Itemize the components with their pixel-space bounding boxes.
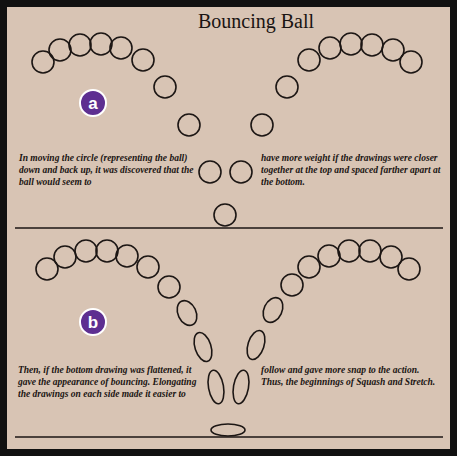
diagram-title: Bouncing Ball bbox=[198, 10, 314, 33]
panel-letter: b bbox=[88, 314, 98, 331]
panel-letter: a bbox=[88, 95, 97, 112]
caption-text: have more weight if the drawings were cl… bbox=[261, 152, 441, 188]
panel-badge: a bbox=[79, 89, 107, 117]
caption-text: In moving the circle (representing the b… bbox=[19, 152, 197, 188]
book-page: Bouncing Ball a b In moving the circle (rep… bbox=[7, 7, 450, 449]
panel-badge: b bbox=[79, 308, 107, 336]
caption-text: Then, if the bottom drawing was flattene… bbox=[18, 364, 198, 400]
caption-text: follow and gave more snap to the action.… bbox=[261, 364, 439, 388]
